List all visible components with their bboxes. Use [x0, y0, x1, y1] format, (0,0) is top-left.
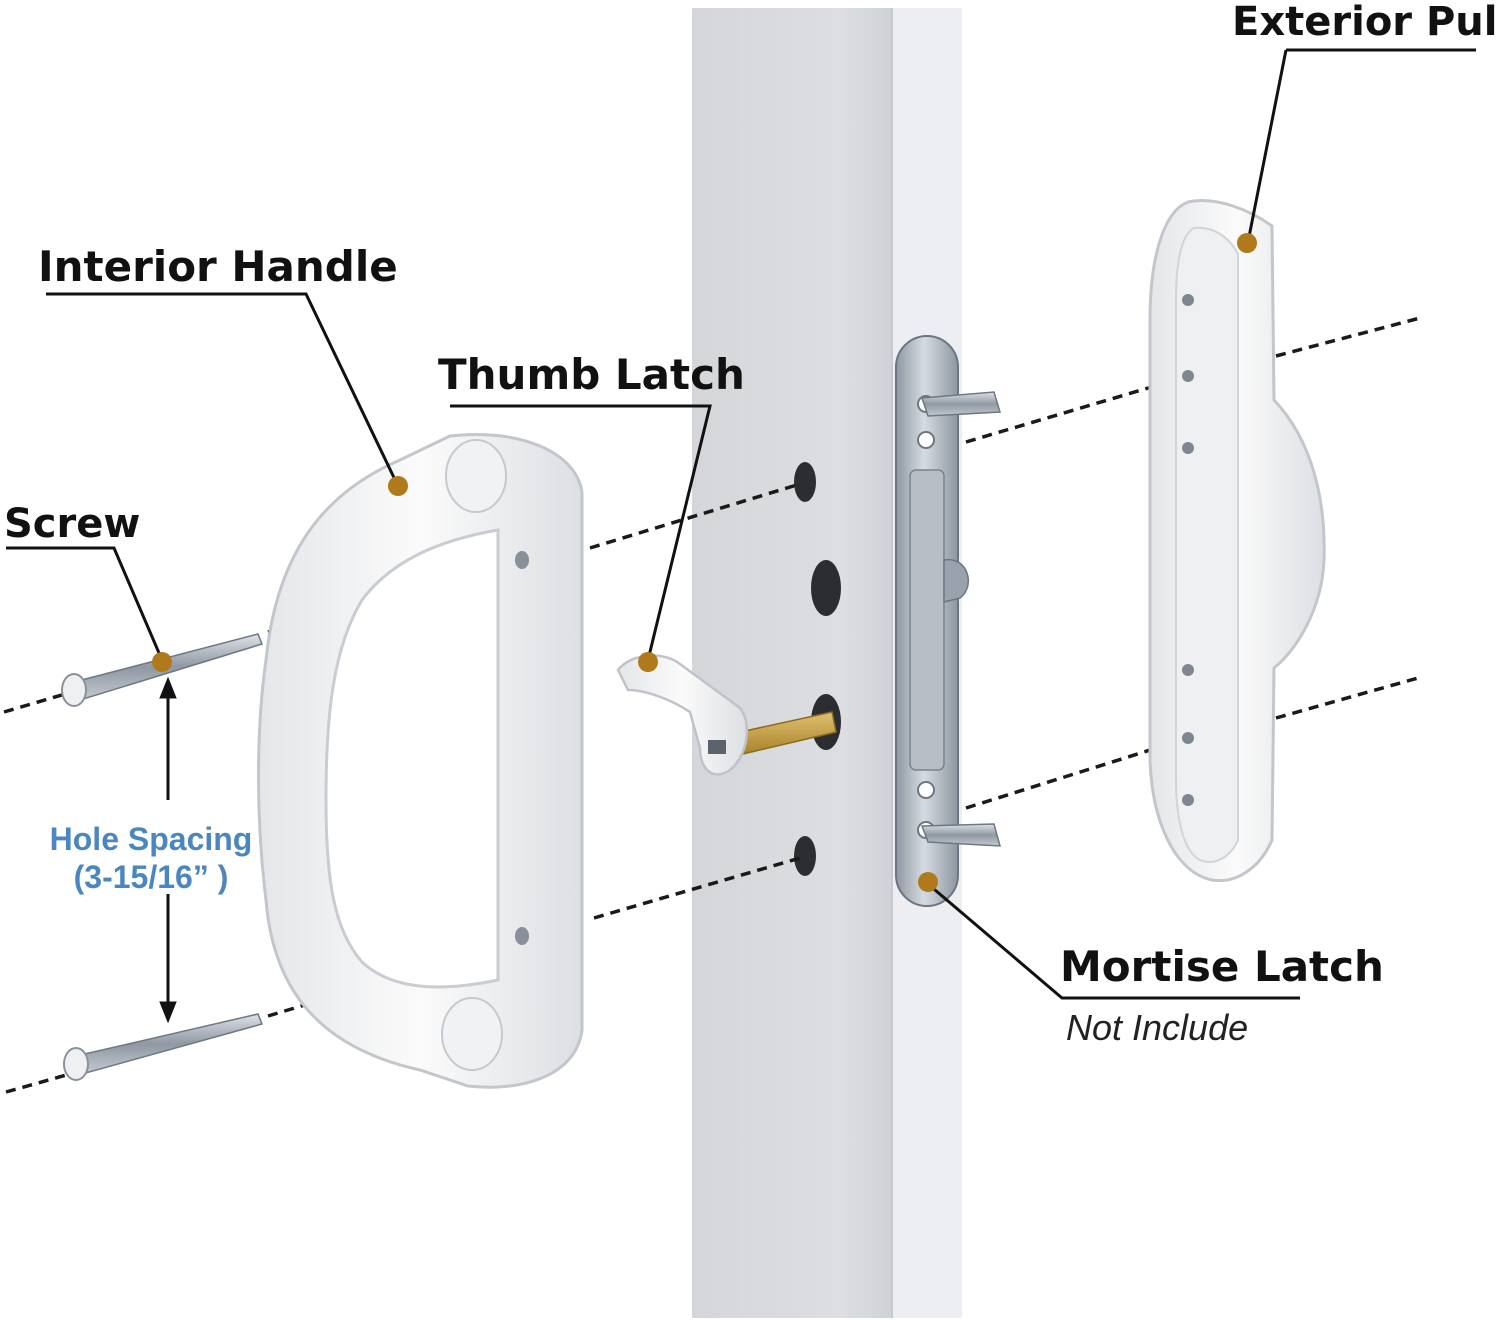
interior-handle-illustration	[257, 432, 584, 1089]
label-screw: Screw	[4, 501, 141, 547]
hole-spacing-label: Hole Spacing (3-15/16” )	[38, 820, 264, 896]
thumb-latch-illustration	[616, 654, 837, 776]
hole-spacing-title: Hole Spacing	[49, 821, 253, 857]
callout-dot-mortise-latch	[918, 872, 938, 892]
label-exterior-pull: Exterior Pull	[1232, 0, 1500, 45]
callout-dot-screw	[152, 652, 172, 672]
hole-spacing-arrow-icon	[159, 676, 177, 1024]
hole-spacing-value: (3-15/16” )	[73, 859, 229, 895]
callout-markers	[152, 233, 1257, 892]
callout-dot-interior-handle	[388, 476, 408, 496]
label-mortise-note: Not Include	[1066, 1007, 1249, 1048]
leader-lines	[6, 48, 1476, 1000]
label-interior-handle: Interior Handle	[38, 242, 398, 291]
exterior-pull-illustration	[1148, 199, 1326, 883]
mortise-latch-illustration	[895, 335, 1001, 907]
label-thumb-latch: Thumb Latch	[438, 350, 745, 399]
label-mortise-latch: Mortise Latch	[1060, 942, 1384, 991]
door-holes	[794, 462, 841, 876]
callout-dot-exterior-pull	[1237, 233, 1257, 253]
callout-dot-thumb-latch	[638, 652, 658, 672]
